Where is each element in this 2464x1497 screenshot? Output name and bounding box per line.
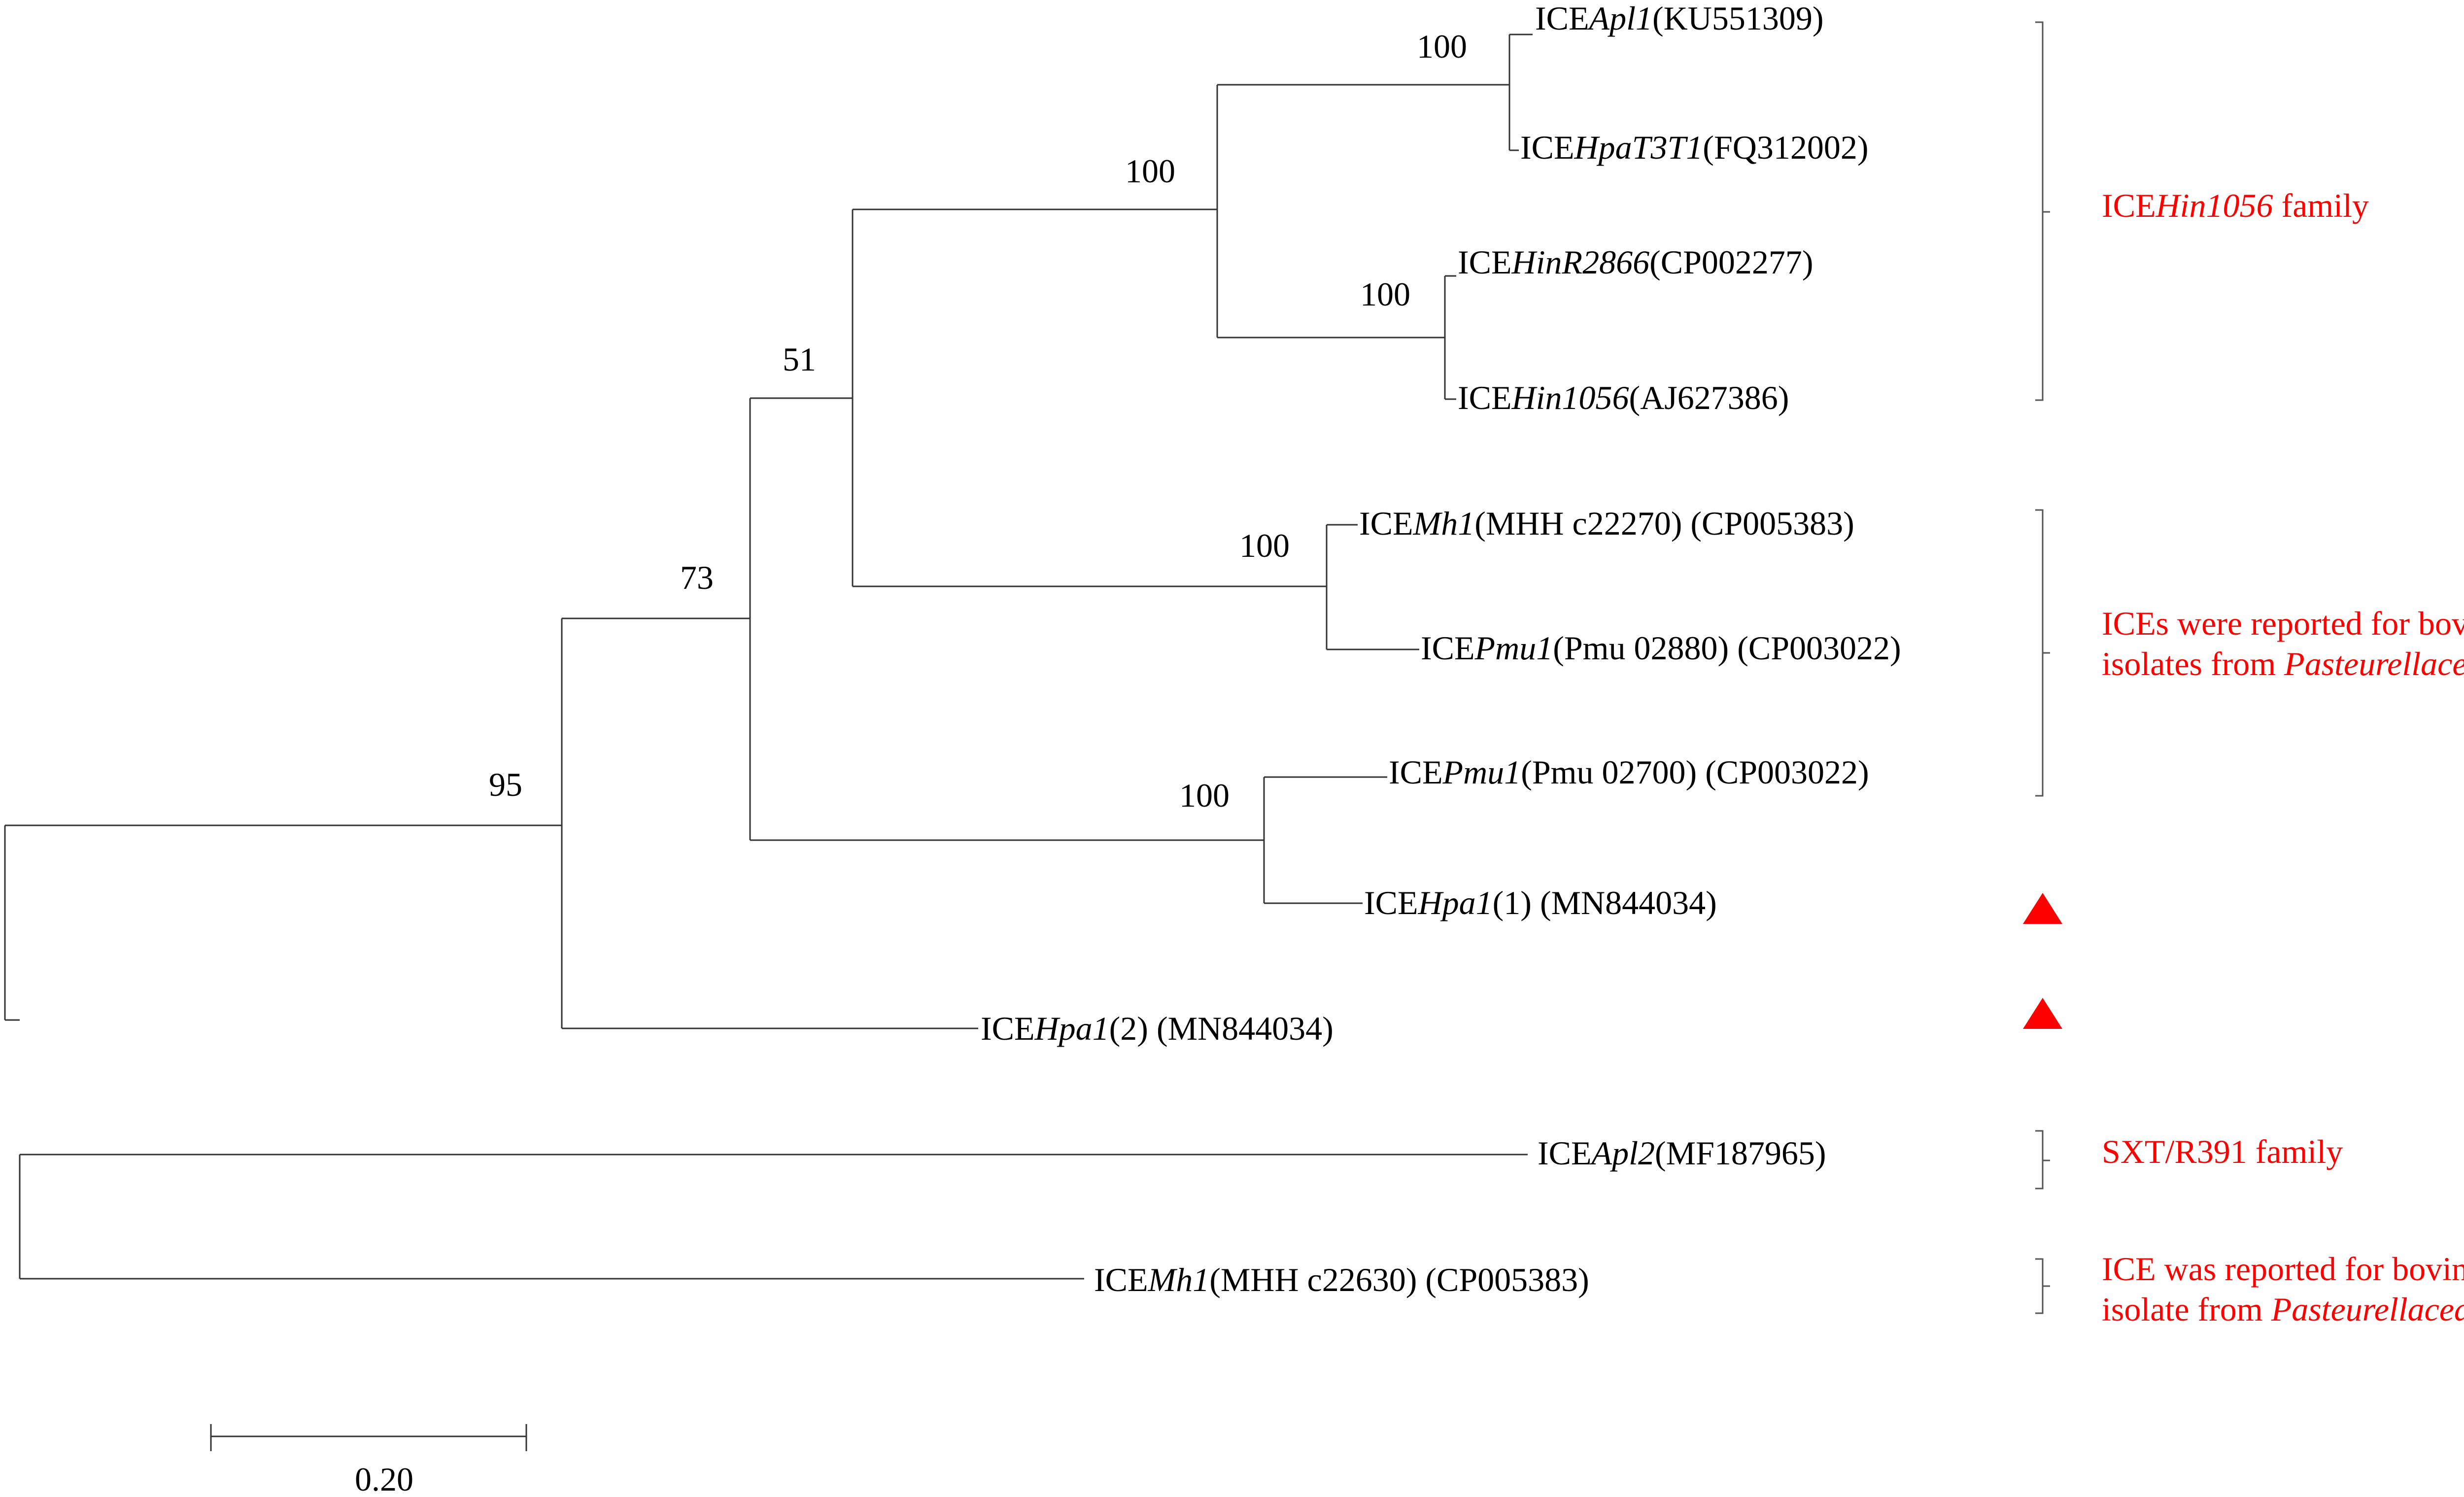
leaf-label: ICEMh1(MHH c22270) (CP005383) <box>1359 505 1854 542</box>
branch-node-hinr2866 <box>1444 275 1456 400</box>
annotations: ICEHin1056 family ICEs were reported for… <box>2102 187 2464 1328</box>
red-triangle-icon <box>2023 893 2062 924</box>
annotation-bovine-isolates: ICEs were reported for bovineisolates fr… <box>2102 605 2464 682</box>
leaf-label: ICEMh1(MHH c22630) (CP005383) <box>1094 1261 1589 1298</box>
leaf-label: ICEPmu1(Pmu 02700) (CP003022) <box>1389 753 1869 791</box>
text-run: ICEs were reported for bovine <box>2102 605 2464 642</box>
text-run: (MF187965) <box>1655 1134 1826 1172</box>
text-run: family <box>2273 187 2369 224</box>
text-run: (1) (MN844034) <box>1493 884 1717 921</box>
branch-node-95 <box>561 617 978 1029</box>
text-run: (Pmu 02700) (CP003022) <box>1521 753 1869 791</box>
scale-bar-line <box>210 1424 527 1451</box>
italic-text: HpaT3T1 <box>1574 129 1703 166</box>
italic-text: HinR2866 <box>1511 243 1650 281</box>
text-run: ICE <box>1535 0 1589 37</box>
tree-branches <box>4 34 1533 1280</box>
bootstrap-value: 100 <box>1360 275 1410 313</box>
red-triangle-icon <box>2023 998 2062 1029</box>
brace-bovine-isolates <box>2035 509 2050 797</box>
scale-bar: 0.20 <box>210 1424 527 1497</box>
brace-bovine-isolate <box>2035 1258 2050 1314</box>
text-run: ICE <box>1364 884 1418 921</box>
italic-text: Hpa1 <box>1418 884 1493 921</box>
annotation-line: isolates from Pasteurellaceae <box>2102 645 2464 682</box>
text-run: ICE <box>1421 629 1475 667</box>
bootstrap-value: 100 <box>1417 28 1467 65</box>
leaf-label: ICEHin1056(AJ627386) <box>1458 379 1789 416</box>
scale-bar-label: 0.20 <box>355 1461 413 1497</box>
italic-text: Apl2 <box>1590 1134 1655 1172</box>
bootstrap-value: 73 <box>680 559 714 596</box>
text-run: ICE was reported for bovine <box>2102 1250 2464 1288</box>
italic-text: Hin1056 <box>2156 187 2273 224</box>
text-run: ICE <box>1458 243 1512 281</box>
text-run: isolates from <box>2102 645 2284 682</box>
italic-text: Mh1 <box>1148 1261 1210 1298</box>
branch-node-51 <box>852 208 1327 587</box>
italic-text: Hin1056 <box>1511 379 1629 416</box>
italic-text: Hpa1 <box>1034 1010 1109 1047</box>
brace-hin1056-family <box>2035 21 2050 401</box>
annotation-hin1056-family: ICEHin1056 family <box>2102 187 2369 224</box>
branch-node-hin-family <box>1216 84 1509 339</box>
leaf-label: ICEApl2(MF187965) <box>1538 1134 1826 1172</box>
bootstrap-values: 100 100 100 51 100 73 100 95 <box>489 28 1467 814</box>
italic-text: Pmu1 <box>1442 753 1521 791</box>
bootstrap-value: 95 <box>489 766 522 803</box>
text-run: (MHH c22270) (CP005383) <box>1474 505 1854 542</box>
bootstrap-value: 100 <box>1179 777 1230 814</box>
italic-text: Apl1 <box>1587 0 1652 37</box>
branch-node-apl1 <box>1508 34 1533 151</box>
branch-root <box>4 824 562 1020</box>
markers <box>2023 893 2062 1029</box>
text-run: ICE <box>1538 1134 1592 1172</box>
italic-text: Pmu1 <box>1474 629 1553 667</box>
text-run: (AJ627386) <box>1629 379 1789 416</box>
text-run: (KU551309) <box>1652 0 1824 37</box>
text-run: (2) (MN844034) <box>1109 1010 1334 1047</box>
branch-node-mh1 <box>1326 524 1419 650</box>
text-run: ICE <box>981 1010 1035 1047</box>
leaf-label: ICEHpa1(1) (MN844034) <box>1364 884 1717 921</box>
text-run: ICE <box>1389 753 1443 791</box>
leaf-label: ICEHpa1(2) (MN844034) <box>981 1010 1334 1047</box>
annotation-line: ICEs were reported for bovine <box>2102 605 2464 642</box>
branch-node-73 <box>749 397 1264 841</box>
text-run: (Pmu 02880) (CP003022) <box>1553 629 1901 667</box>
branch-node-pmu1 <box>1263 776 1387 904</box>
text-run: (MHH c22630) (CP005383) <box>1209 1261 1589 1298</box>
leaf-label: ICEHpaT3T1(FQ312002) <box>1520 129 1869 166</box>
text-run: ICE <box>1359 505 1413 542</box>
annotation-line: SXT/R391 family <box>2102 1133 2343 1170</box>
annotation-sxt-family: SXT/R391 family <box>2102 1133 2343 1170</box>
text-run: (CP002277) <box>1649 243 1813 281</box>
text-run: SXT/R391 family <box>2102 1133 2343 1170</box>
text-run: ICE <box>2102 187 2156 224</box>
italic-text: Pasteurellaceae <box>2271 1291 2464 1328</box>
annotation-line: isolate from Pasteurellaceae <box>2102 1291 2464 1328</box>
branch-outgroup <box>5 1019 1528 1280</box>
text-run: ICE <box>1094 1261 1148 1298</box>
bootstrap-value: 100 <box>1239 527 1290 564</box>
leaf-label: ICEPmu1(Pmu 02880) (CP003022) <box>1421 629 1901 667</box>
text-run: isolate from <box>2102 1291 2271 1328</box>
italic-text: Pasteurellaceae <box>2284 645 2464 682</box>
italic-text: Mh1 <box>1413 505 1475 542</box>
text-run: ICE <box>1520 129 1574 166</box>
leaf-labels: ICEApl1(KU551309) ICEHpaT3T1(FQ312002) I… <box>981 0 1901 1298</box>
annotation-line: ICE was reported for bovine <box>2102 1250 2464 1288</box>
family-braces <box>2035 21 2050 1314</box>
bootstrap-value: 51 <box>783 340 816 378</box>
text-run: ICE <box>1458 379 1512 416</box>
bootstrap-value: 100 <box>1125 152 1175 190</box>
annotation-line: ICEHin1056 family <box>2102 187 2369 224</box>
leaf-label: ICEHinR2866(CP002277) <box>1458 243 1814 281</box>
leaf-label: ICEApl1(KU551309) <box>1535 0 1824 37</box>
text-run: (FQ312002) <box>1703 129 1868 166</box>
brace-sxt-family <box>2035 1130 2050 1190</box>
